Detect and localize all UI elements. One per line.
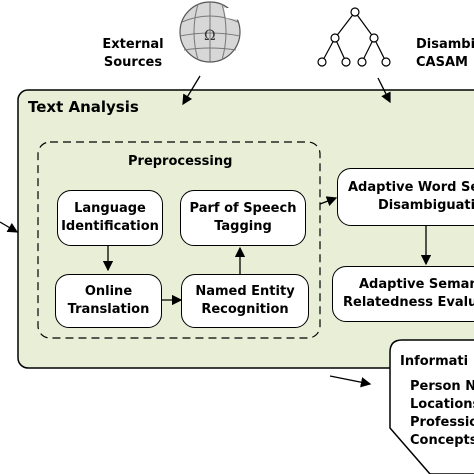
online-translation-line2: Translation xyxy=(67,302,150,317)
information-item-professions: Professio xyxy=(410,415,474,430)
edge-preprocessing-to-word xyxy=(319,196,338,207)
named-entity-line2: Recognition xyxy=(201,302,289,317)
information-item-concepts: Concepts xyxy=(410,433,474,448)
edge-panel-to-information xyxy=(329,375,372,388)
external-sources-arrow xyxy=(182,75,201,106)
adaptive-word-node: Adaptive Word Se Disambiguatio xyxy=(337,168,474,226)
information-document-shape xyxy=(389,339,474,474)
language-identification-line2: Identification xyxy=(61,219,159,234)
adaptive-word-line1: Adaptive Word Se xyxy=(348,180,474,195)
language-identification-node: Language Identification xyxy=(57,190,163,246)
disambiguation-source-line2: CASAM xyxy=(416,55,468,70)
adaptive-semantic-line2: Relatedness Evalua xyxy=(343,295,474,310)
disambiguation-source-line1: Disambi xyxy=(416,37,474,52)
part-of-speech-line1: Parf of Speech xyxy=(189,201,297,216)
online-translation-line1: Online xyxy=(84,284,133,299)
online-translation-node: Online Translation xyxy=(55,274,162,328)
language-identification-line1: Language xyxy=(74,201,146,216)
named-entity-line1: Named Entity xyxy=(195,284,295,299)
text-analysis-title: Text Analysis xyxy=(28,98,139,116)
adaptive-semantic-line1: Adaptive Seman xyxy=(359,277,474,292)
preprocessing-title: Preprocessing xyxy=(128,154,233,169)
wikipedia-globe-icon: Ω xyxy=(179,1,241,63)
part-of-speech-line2: Tagging xyxy=(214,219,272,234)
adaptive-semantic-node: Adaptive Seman Relatedness Evalua xyxy=(332,266,474,322)
external-sources-line1: External xyxy=(102,37,164,52)
input-arrow xyxy=(0,221,19,233)
svg-text:Ω: Ω xyxy=(204,28,216,44)
information-item-person: Person N xyxy=(410,379,474,394)
disambiguation-source-label: Disambi CASAM xyxy=(416,36,474,72)
information-title: Informati xyxy=(400,354,469,369)
external-sources-line2: Sources xyxy=(103,55,163,70)
information-item-locations: Locations xyxy=(410,397,474,412)
tree-graph-icon xyxy=(317,7,391,67)
information-list: Person N Locations Professio Concepts xyxy=(410,378,474,450)
adaptive-word-line2: Disambiguatio xyxy=(378,198,474,213)
named-entity-node: Named Entity Recognition xyxy=(181,274,309,328)
external-sources-label: External Sources xyxy=(96,36,170,72)
part-of-speech-node: Parf of Speech Tagging xyxy=(180,190,306,246)
disambiguation-source-arrow xyxy=(377,77,391,104)
